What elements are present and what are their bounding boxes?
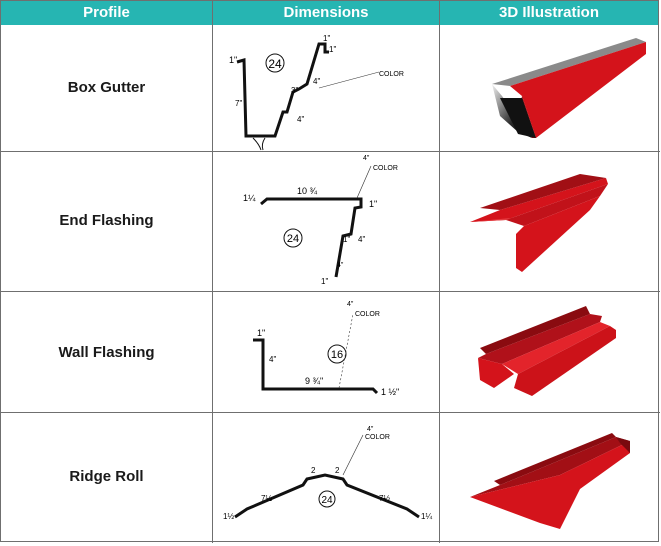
svg-text:1": 1" — [329, 45, 336, 54]
svg-text:16: 16 — [331, 349, 343, 361]
row-divider — [1, 291, 660, 292]
profile-name-wall-flashing: Wall Flashing — [58, 344, 155, 361]
svg-text:4": 4" — [337, 262, 344, 269]
profile-name-ridge-roll: Ridge Roll — [69, 468, 144, 485]
svg-text:COLOR: COLOR — [355, 311, 380, 318]
svg-text:7½: 7½ — [379, 494, 390, 503]
dimension-drawing-ridge-roll: 24 1½ 7½ 2 2 7½ 1¼ 4" COLOR — [213, 413, 439, 541]
svg-text:1": 1" — [257, 328, 265, 338]
header-profile: Profile — [1, 1, 212, 25]
svg-text:7½: 7½ — [261, 494, 272, 503]
column-divider — [212, 1, 213, 543]
illustration-end-flashing — [440, 152, 660, 291]
row-divider — [1, 151, 660, 152]
dimension-drawing-box-gutter: 24 1" 1" 1" 3" 4" 4" 7" COLOR — [213, 26, 439, 151]
profile-name-box-gutter: Box Gutter — [67, 79, 146, 96]
svg-text:2: 2 — [311, 466, 316, 475]
svg-text:1¼: 1¼ — [243, 193, 256, 203]
column-divider — [439, 1, 440, 543]
illustration-wall-flashing — [440, 292, 660, 412]
dimension-drawing-end-flashing: 24 1¼ 10 ¾ 4" 1" 1" 4" 4" 1" COLOR — [213, 152, 439, 291]
svg-text:1": 1" — [321, 277, 328, 286]
svg-text:4": 4" — [313, 77, 320, 86]
illustration-ridge-roll — [440, 413, 660, 541]
svg-text:1": 1" — [229, 55, 237, 65]
svg-text:1": 1" — [343, 235, 350, 244]
header-dimensions: Dimensions — [213, 1, 439, 25]
svg-text:1¼: 1¼ — [421, 512, 432, 521]
svg-text:24: 24 — [287, 233, 299, 245]
svg-text:24: 24 — [268, 57, 282, 71]
svg-text:2: 2 — [335, 466, 340, 475]
svg-text:4": 4" — [363, 155, 370, 162]
svg-text:COLOR: COLOR — [379, 71, 404, 78]
svg-text:COLOR: COLOR — [365, 434, 390, 441]
svg-text:1": 1" — [369, 199, 377, 209]
row-divider — [1, 412, 660, 413]
svg-text:7": 7" — [235, 99, 242, 108]
svg-text:1 ½": 1 ½" — [381, 387, 399, 397]
svg-text:3": 3" — [291, 86, 298, 95]
svg-text:COLOR: COLOR — [373, 165, 398, 172]
svg-text:4": 4" — [269, 355, 276, 364]
svg-text:4": 4" — [358, 235, 365, 244]
svg-text:10 ¾: 10 ¾ — [297, 186, 318, 196]
dimension-drawing-wall-flashing: 16 1" 4" 9 ¾" 1 ½" 4" COLOR — [213, 292, 439, 412]
svg-text:1": 1" — [323, 34, 330, 43]
header-3d-illustration: 3D Illustration — [440, 1, 658, 25]
svg-text:24: 24 — [321, 495, 333, 506]
svg-text:4": 4" — [347, 301, 354, 308]
svg-text:9 ¾": 9 ¾" — [305, 376, 323, 386]
svg-text:4": 4" — [297, 115, 304, 124]
illustration-box-gutter — [440, 26, 660, 151]
profile-name-end-flashing: End Flashing — [59, 212, 154, 229]
svg-text:1½: 1½ — [223, 512, 234, 521]
svg-text:4": 4" — [367, 426, 374, 433]
